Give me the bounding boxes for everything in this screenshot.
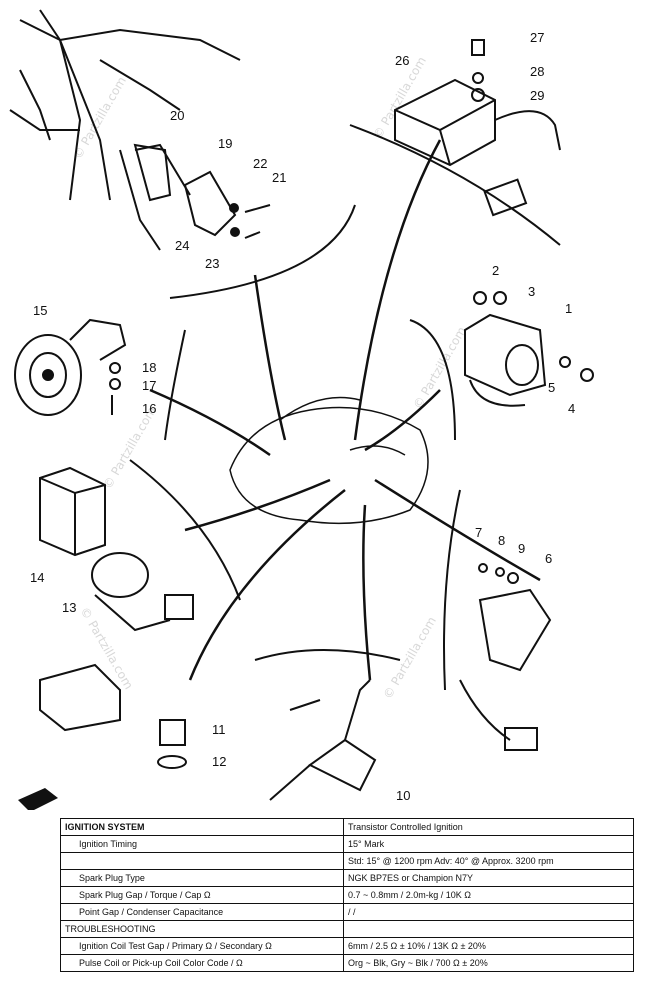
callout-7: 7 (475, 525, 482, 540)
callout-9: 9 (518, 541, 525, 556)
callout-20: 20 (170, 108, 184, 123)
callout-16: 16 (142, 401, 156, 416)
table-row: IGNITION SYSTEM Transistor Controlled Ig… (60, 818, 634, 836)
row-label: Spark Plug Type (60, 869, 344, 887)
row-label (60, 852, 344, 870)
callout-11: 11 (212, 722, 226, 737)
callout-18: 18 (142, 360, 156, 375)
wiring-lines (149, 139, 541, 681)
table-row: Spark Plug Type NGK BP7ES or Champion N7… (60, 869, 634, 887)
table-row: Std: 15° @ 1200 rpm Adv: 40° @ Approx. 3… (60, 852, 634, 870)
table-row: Ignition Coil Test Gap / Primary Ω / Sec… (60, 937, 634, 955)
table-title: IGNITION SYSTEM (60, 818, 344, 836)
engine-outline (229, 396, 429, 525)
forward-arrow-icon (18, 788, 58, 810)
callout-8: 8 (498, 533, 505, 548)
row-label: Point Gap / Condenser Capacitance (60, 903, 344, 921)
section-boundaries (129, 124, 561, 691)
callout-27: 27 (530, 30, 544, 45)
callout-5: 5 (548, 380, 555, 395)
row-label: Ignition Coil Test Gap / Primary Ω / Sec… (60, 937, 344, 955)
callout-12: 12 (212, 754, 226, 769)
row-value: / / (343, 903, 634, 921)
watermark: © Partzilla.com (100, 404, 158, 491)
table-title-value: Transistor Controlled Ignition (343, 818, 634, 836)
spark-plug-cap (269, 679, 377, 801)
cdi-unit (394, 39, 561, 217)
frame-drawing (9, 9, 241, 251)
callout-15: 15 (33, 303, 47, 318)
row-value: NGK BP7ES or Champion N7Y (343, 869, 634, 887)
table-row: Point Gap / Condenser Capacitance / / (60, 903, 634, 921)
row-value (343, 920, 634, 938)
bracket-assembly (134, 143, 271, 239)
watermark: © Partzilla.com (410, 324, 468, 411)
row-label: Pulse Coil or Pick-up Coil Color Code / … (60, 954, 344, 972)
table-row: Pulse Coil or Pick-up Coil Color Code / … (60, 954, 634, 972)
row-value: Org ~ Blk, Gry ~ Blk / 700 Ω ± 20% (343, 954, 634, 972)
row-value: 15° Mark (343, 835, 634, 853)
row-value: Std: 15° @ 1200 rpm Adv: 40° @ Approx. 3… (343, 852, 634, 870)
watermarks: © Partzilla.com © Partzilla.com © Partzi… (70, 54, 468, 701)
watermark: © Partzilla.com (77, 605, 135, 692)
callout-19: 19 (218, 136, 232, 151)
callout-29: 29 (530, 88, 544, 103)
callout-6: 6 (545, 551, 552, 566)
row-value: 6mm / 2.5 Ω ± 10% / 13K Ω ± 20% (343, 937, 634, 955)
callout-22: 22 (253, 156, 267, 171)
table-row: Ignition Timing 15° Mark (60, 835, 634, 853)
table-row: TROUBLESHOOTING (60, 920, 634, 938)
row-label: Ignition Timing (60, 835, 344, 853)
ignition-system-diagram: © Partzilla.com © Partzilla.com © Partzi… (9, 9, 594, 810)
callout-2: 2 (492, 263, 499, 278)
pickup-coil (459, 563, 552, 751)
callout-23: 23 (205, 256, 219, 271)
row-label: TROUBLESHOOTING (60, 920, 344, 938)
row-value: 0.7 ~ 0.8mm / 2.0m-kg / 10K Ω (343, 886, 634, 904)
callout-1: 1 (565, 301, 572, 316)
callout-13: 13 (62, 600, 76, 615)
horn (14, 318, 127, 416)
regulator-and-switch (39, 466, 194, 732)
callout-3: 3 (528, 284, 535, 299)
callout-24: 24 (175, 238, 189, 253)
callout-17: 17 (142, 378, 156, 393)
neutral-switch (157, 719, 187, 769)
callout-10: 10 (396, 788, 410, 803)
row-label: Spark Plug Gap / Torque / Cap Ω (60, 886, 344, 904)
callout-28: 28 (530, 64, 544, 79)
callout-26: 26 (395, 53, 409, 68)
callouts: 27 28 29 26 20 19 22 21 24 23 15 18 17 1… (30, 30, 575, 803)
callout-4: 4 (568, 401, 575, 416)
table-row: Spark Plug Gap / Torque / Cap Ω 0.7 ~ 0.… (60, 886, 634, 904)
ignition-spec-table: IGNITION SYSTEM Transistor Controlled Ig… (60, 818, 634, 972)
callout-21: 21 (272, 170, 286, 185)
ignition-coil (464, 291, 594, 407)
callout-14: 14 (30, 570, 44, 585)
